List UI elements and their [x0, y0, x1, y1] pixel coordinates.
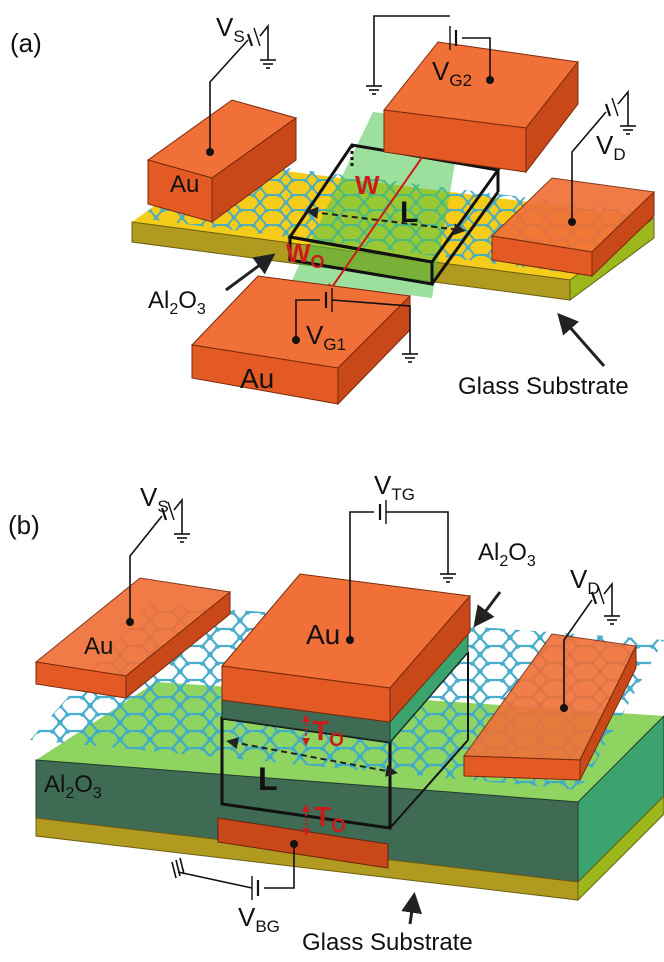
substrate-arrow-b — [401, 891, 423, 925]
vg1-node-a — [292, 336, 300, 344]
t0-top-label-b: TO — [312, 715, 344, 751]
au-source-contact-b: Au — [34, 577, 232, 700]
au-label-top-b: Au — [306, 619, 340, 650]
vs-label-a: VS — [216, 12, 245, 46]
wiring-b — [129, 497, 620, 900]
vd-node-a — [568, 218, 576, 226]
vg1-label-a: VG1 — [306, 320, 346, 354]
au-label-left-a: Au — [170, 171, 199, 198]
wiring-a — [209, 15, 636, 363]
vs-label-b: VS — [140, 482, 169, 516]
panel-b-tag: (b) — [8, 510, 40, 540]
substrate-arrow-a — [557, 312, 606, 367]
panel-b: (b) Au — [8, 470, 664, 956]
w-label-a: W — [355, 170, 380, 200]
al2o3-top-arrow-b — [473, 591, 502, 628]
t0-bottom-label-b: TO — [314, 801, 346, 837]
l-label-b: L — [258, 761, 278, 797]
au-drain-contact-a — [490, 177, 656, 278]
vtg-label-b: VTG — [374, 470, 415, 504]
vd-node-b — [560, 704, 568, 712]
w0-bottom-label-a: WO — [286, 238, 325, 272]
au-source-contact-a: Au — [146, 99, 298, 223]
vbg-label-b: VBG — [238, 902, 280, 936]
vd-label-b: VD — [570, 564, 600, 598]
l-arrow-b — [226, 737, 398, 777]
al2o3-top-label-b: Al2O3 — [478, 539, 536, 570]
vs-node-a — [206, 148, 214, 156]
panel-a: (a) WO W L WO — [10, 12, 660, 406]
vg2-node-a — [486, 76, 494, 84]
vg2-label-a: VG2 — [432, 56, 472, 90]
au-drain-contact-b — [463, 633, 637, 781]
au-gate1-contact-a: Au — [190, 275, 412, 406]
top-gate-stack-b: Au — [220, 573, 471, 830]
l-label-a: L — [400, 196, 418, 229]
vbg-node-b — [290, 840, 298, 848]
vs-node-b — [126, 618, 134, 626]
au-gate2-contact-a — [383, 41, 579, 174]
vd-label-a: VD — [596, 130, 626, 164]
l-arrow-a — [306, 206, 466, 236]
vtg-node-b — [346, 636, 354, 644]
au-label-bottom-a: Au — [240, 363, 274, 394]
substrate-label-b: Glass Substrate — [302, 929, 473, 956]
substrate-label-a: Glass Substrate — [458, 373, 629, 400]
al2o3-layer-label-b: Al2O3 — [44, 771, 102, 802]
al2o3-label-a: Al2O3 — [148, 287, 206, 318]
back-gate-b — [217, 817, 389, 869]
au-label-left-b: Au — [84, 633, 113, 660]
panel-a-tag: (a) — [10, 28, 42, 58]
al2o3-arrow-a — [225, 253, 276, 292]
